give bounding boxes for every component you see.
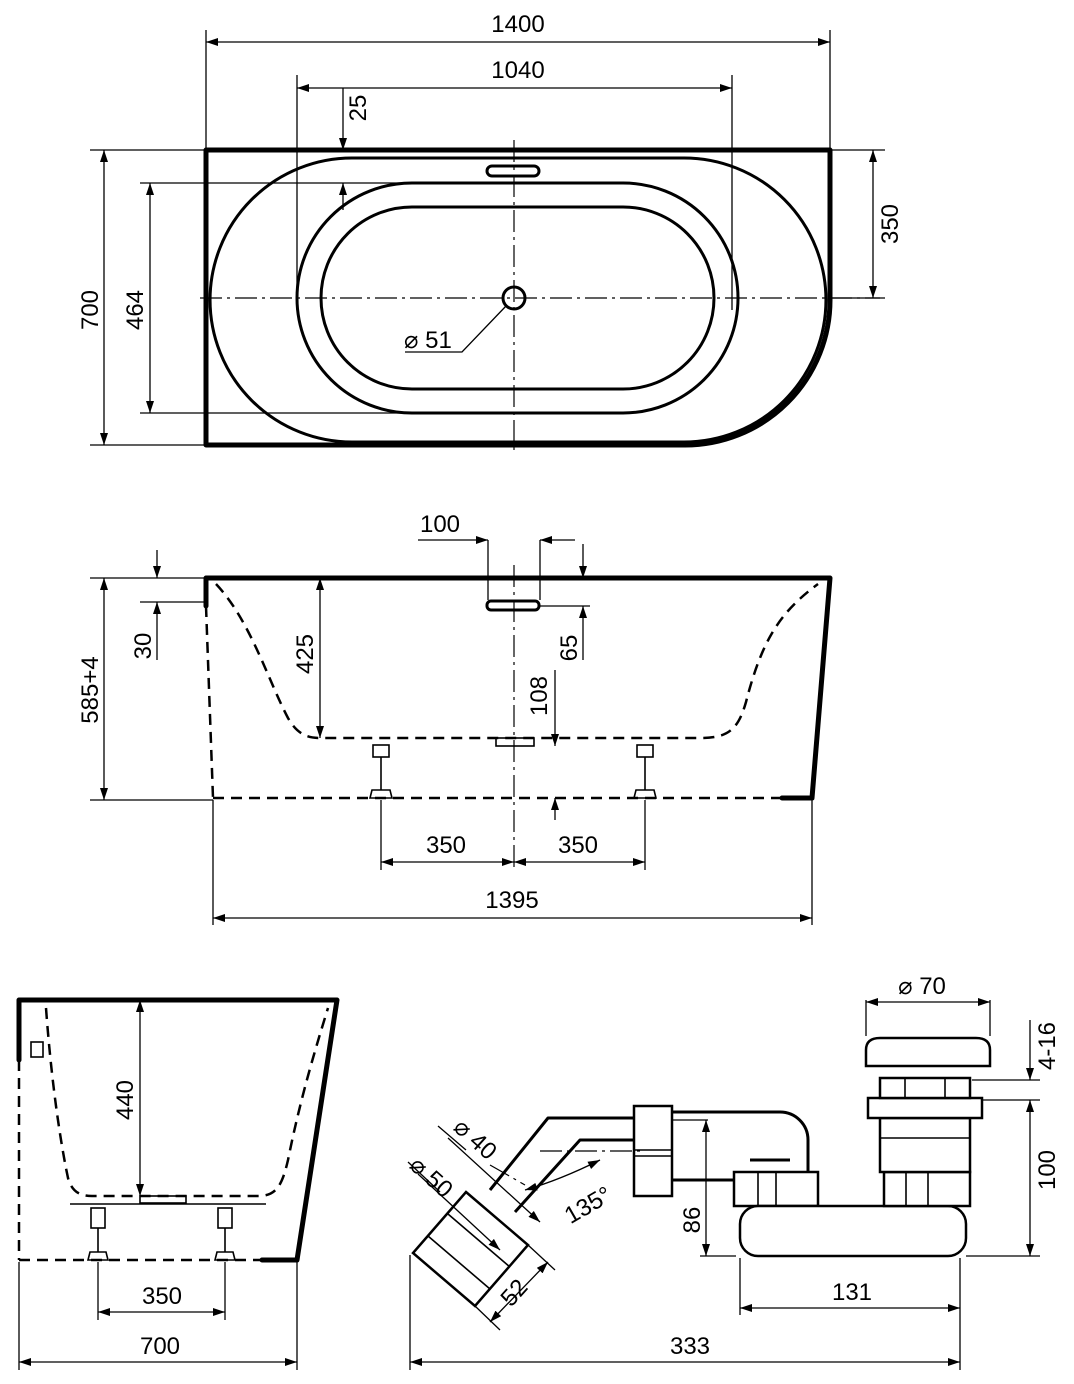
side-outline	[203, 575, 833, 801]
foot-left	[368, 744, 394, 799]
dim-52-line	[489, 1261, 549, 1323]
label-108: 108	[526, 676, 553, 716]
label-100-waste: 100	[1034, 1150, 1061, 1190]
label-350-end: 350	[142, 1283, 182, 1310]
foot-end-right	[213, 1207, 237, 1261]
dim-50-line	[417, 1173, 501, 1251]
label-585: 585+4	[77, 656, 104, 723]
angle-arc	[524, 1159, 601, 1191]
label-86: 86	[679, 1207, 706, 1234]
label-350-left: 350	[426, 832, 466, 859]
waste-set: ⌀ 70 4-16 100 ⌀ 40 ⌀ 50 135° 86 52 131 3…	[404, 973, 1061, 1370]
drain-side	[495, 737, 535, 747]
end-view: 440 350 700	[16, 997, 340, 1370]
label-1395: 1395	[485, 887, 538, 914]
overflow-end	[30, 1041, 44, 1058]
label-440: 440	[112, 1080, 139, 1120]
dim-40-line	[447, 1137, 541, 1223]
label-1400: 1400	[491, 11, 544, 38]
label-700: 700	[77, 290, 104, 330]
label-52: 52	[495, 1274, 533, 1312]
label-333: 333	[670, 1333, 710, 1360]
tub-outline	[203, 147, 833, 448]
label-425: 425	[292, 634, 319, 674]
label-350-top: 350	[877, 204, 904, 244]
label-1040: 1040	[491, 57, 544, 84]
basin-hidden	[215, 582, 819, 740]
label-700-end: 700	[140, 1333, 180, 1360]
rim-outline	[208, 156, 828, 444]
label-65: 65	[556, 635, 583, 662]
outlet-pipe	[488, 1116, 636, 1214]
label-angle: 135°	[560, 1181, 616, 1229]
plug-body	[878, 1116, 972, 1174]
label-outlet-40: ⌀ 40	[448, 1113, 502, 1165]
end-outline	[16, 997, 340, 1263]
drain-end	[139, 1195, 187, 1204]
overflow-side	[485, 599, 541, 612]
plug-coupling	[882, 1170, 972, 1208]
foot-end-left	[86, 1207, 110, 1261]
label-100: 100	[420, 511, 460, 538]
foot-right	[632, 744, 658, 799]
basin-inner	[319, 205, 716, 391]
label-outlet-50: ⌀ 50	[404, 1151, 458, 1203]
label-plug-diameter: ⌀ 70	[898, 973, 946, 1000]
label-131: 131	[832, 1279, 872, 1306]
drain-leader	[405, 305, 507, 353]
label-drain-diameter: ⌀ 51	[404, 327, 452, 354]
label-464: 464	[122, 290, 149, 330]
top-view: 1400 1040 25 700 464 350 ⌀ 51	[77, 11, 904, 455]
label-4-16: 4-16	[1034, 1022, 1061, 1070]
label-25: 25	[345, 95, 372, 122]
side-view: 100 30 585+4 425 65 108 350 350 1395	[77, 511, 833, 925]
basin-outer	[295, 181, 740, 415]
label-30: 30	[130, 633, 157, 660]
trap-body	[738, 1204, 968, 1258]
overflow-slot	[485, 164, 541, 178]
coupling-top	[632, 1104, 674, 1198]
end-basin-hidden	[44, 1007, 330, 1198]
plug-cap	[864, 1036, 992, 1068]
label-350-right: 350	[558, 832, 598, 859]
